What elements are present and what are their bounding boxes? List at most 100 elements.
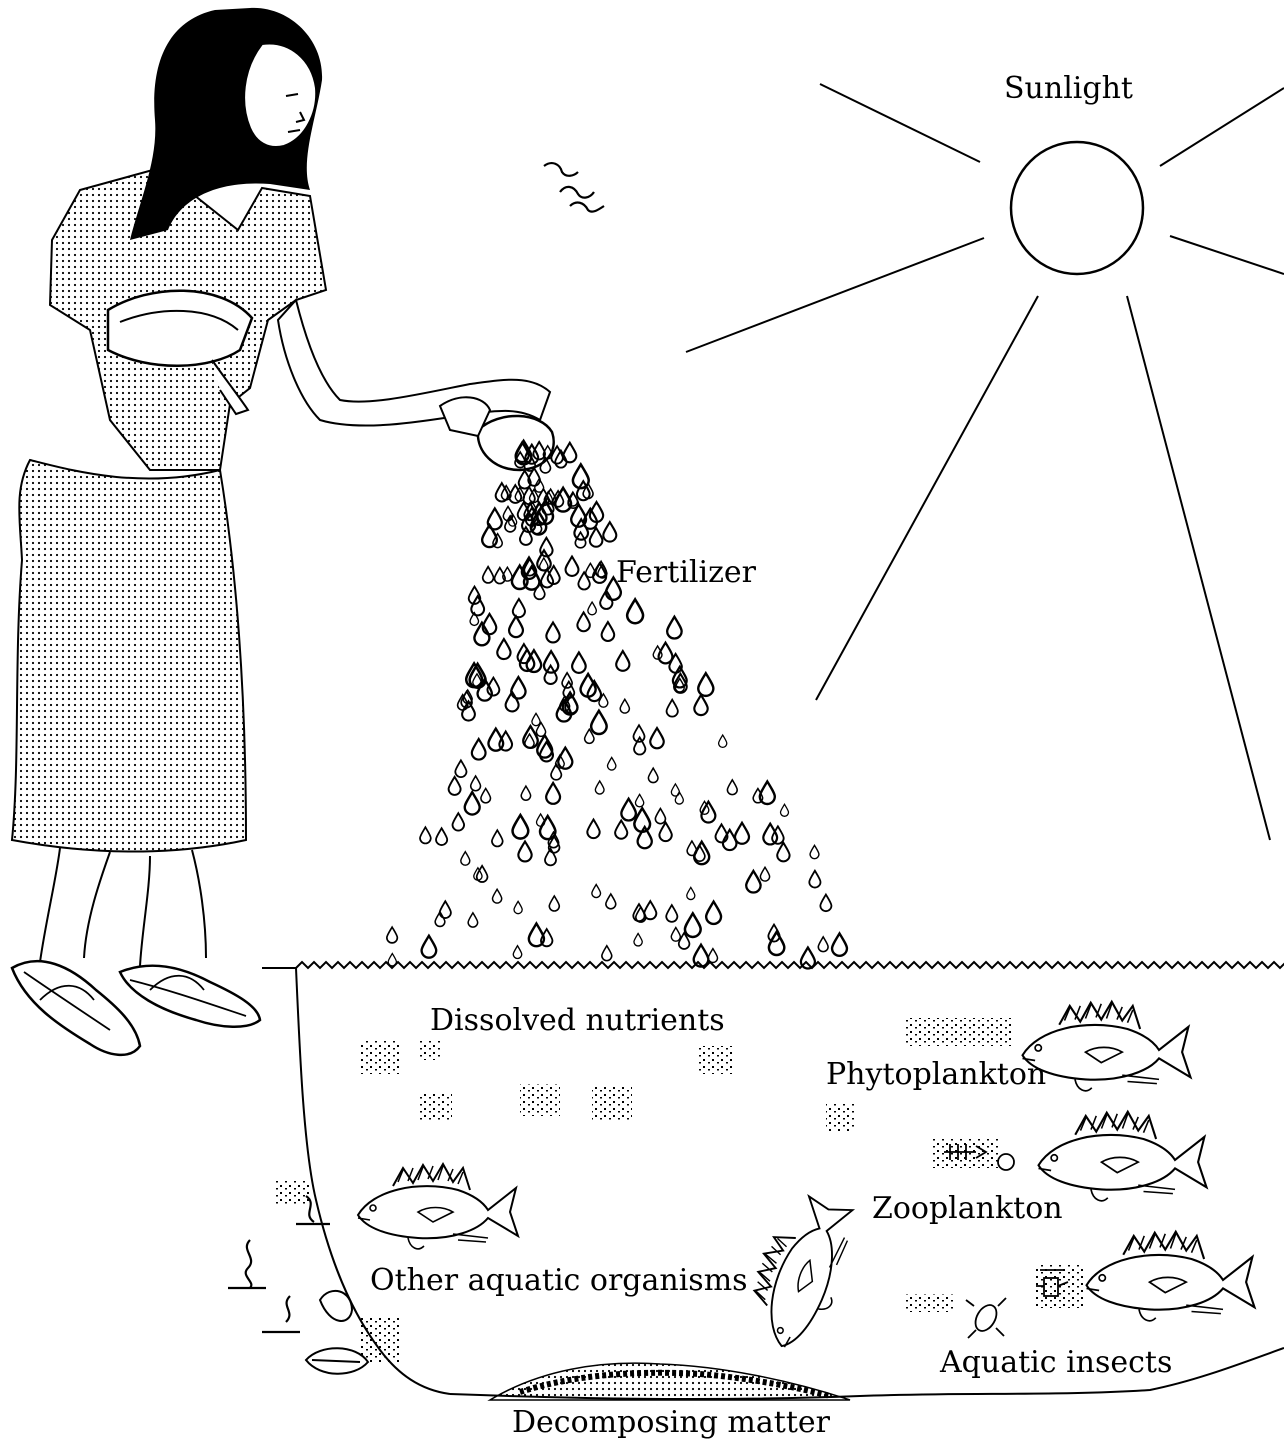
fertilizer-granule [687,887,695,899]
woman-figure [12,8,554,1055]
fertilizer-granule [518,841,531,861]
fertilizer-granule [716,824,728,842]
fertilizer-granule [436,828,447,845]
fertilizer-granule [572,652,586,672]
fish-near-phytoplankton [1023,1002,1191,1091]
aquatic-plants [228,1196,330,1332]
fertilizer-granule [587,820,599,839]
fertilizer-granule [544,651,558,672]
fertilizer-granule [671,784,679,796]
fish-feeding-bottom [736,1187,864,1357]
fertilizer-granule [544,666,556,684]
fertilizer-granule [511,677,525,698]
fertilizer-granule [706,902,721,924]
water-surface [296,962,1284,968]
fertilizer-granule [659,643,673,664]
fish-other-organisms [358,1164,518,1249]
fertilizer-granule [514,901,522,913]
fertilizer-granule [832,933,847,955]
fertilizer-granule [588,602,597,615]
label-fertilizer: Fertilizer [616,558,756,588]
fertilizer-granule [513,946,522,959]
fertilizer-granule [578,572,590,589]
right-sandal [120,966,260,1027]
fertilizer-granule [760,867,769,881]
label-zooplankton: Zooplankton [872,1194,1063,1224]
label-dissolved-nutrients: Dissolved nutrients [430,1006,725,1036]
fertilizer-granule [483,567,494,583]
fertilizer-granule [685,913,701,937]
fertilizer-granule [777,843,789,862]
fertilizer-granule [669,654,682,673]
label-decomposing-matter: Decomposing matter [512,1408,830,1438]
fertilizer-granule [723,830,737,850]
sun [686,84,1284,840]
fertilizer-granule [487,678,499,696]
fertilizer-granule [608,757,616,770]
fertilizer-granule [719,735,727,747]
fertilizer-granule [492,830,503,846]
fertilizer-granule [525,734,534,748]
fertilizer-granule [513,815,529,839]
fertilizer-granule [655,809,665,824]
fertilizer-granule [493,889,502,903]
fertilizer-granule [468,913,478,927]
fertilizer-granule [727,780,737,795]
fertilizer-granule [540,816,555,839]
label-sunlight: Sunlight [1004,74,1133,104]
fertilizer-granule [590,528,603,547]
fertilizer-granule [546,622,559,642]
fertilizer-granule [627,599,643,623]
fertilizer-granule [769,932,784,955]
dress-skirt [12,460,246,852]
fertilizer-granule [615,820,627,838]
fertilizer-granule [563,443,576,463]
fertilizer-granule [603,522,616,542]
fertilizer-granule [509,616,523,637]
fertilizer-granule [746,871,760,893]
fertilizer-granule [558,748,572,769]
fertilizer-granule [549,896,559,911]
fertilizer-granule [735,823,749,844]
fertilizer-granule [546,783,560,804]
arm-right [278,300,550,426]
fertilizer-granule [519,471,531,489]
fertilizer-granule [472,739,486,760]
fertilizer-granule [620,699,629,713]
fertilizer-granule [481,788,491,802]
held-basin [108,291,252,366]
fertilizer-granule [483,614,497,634]
fertilizer-granule [820,895,831,912]
fertilizer-granule [659,823,671,842]
fertilizer-granule [606,894,616,909]
fertilizer-granules [387,441,847,969]
fertilizer-granule [461,852,470,866]
fertilizer-granule [503,567,512,581]
fertilizer-granule [671,928,680,942]
fertilizer-granule [602,946,612,961]
fertilizer-granule [577,612,590,631]
fertilizer-granule [595,781,604,794]
fertilizer-granule [592,885,601,898]
sun-rays [686,84,1284,840]
fish-near-zooplankton [1039,1112,1207,1201]
fertilizer-granule [634,933,642,945]
fertilizer-granule [488,508,502,529]
fertilizer-granule [633,904,644,921]
fertilizer-granule [455,760,466,777]
fertilizer-granule [666,905,677,922]
fertilizer-granule [708,949,717,963]
fertilizer-granule [488,729,503,751]
fertilizer-granule [667,617,682,639]
fertilizer-granule [540,558,548,570]
legs [40,848,206,966]
label-other-aquatic-organisms: Other aquatic organisms [370,1266,748,1296]
decomposing-matter-mound [490,1363,850,1400]
fertilizer-granule [529,924,544,947]
fertilizer-granule [621,799,636,821]
fertilizer-granule [420,827,431,843]
fertilizer-granule [818,937,828,952]
fertilizer-granule [635,794,643,806]
fertilizer-granule [591,711,607,734]
